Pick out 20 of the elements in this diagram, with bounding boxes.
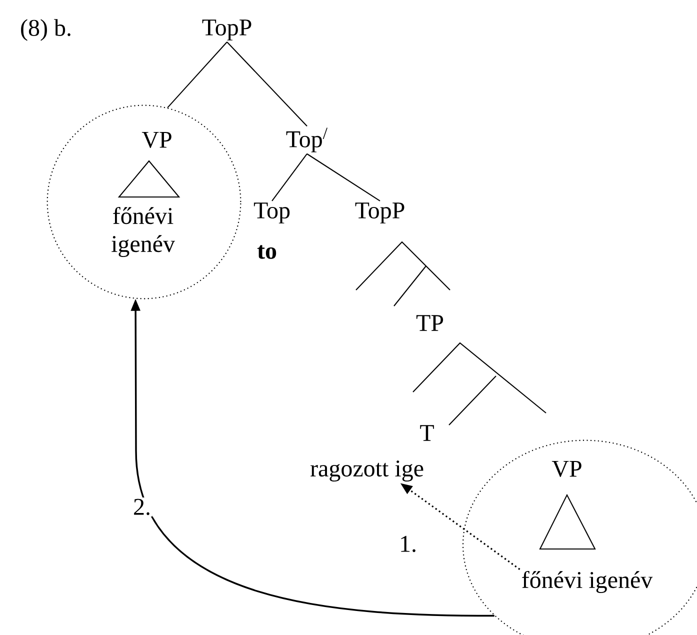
example-number: (8) b.: [21, 19, 70, 41]
tree-branch: [306, 153, 380, 202]
phrase-label: TopP: [355, 202, 404, 224]
phrase-label: VP: [552, 460, 582, 478]
phrase-label: TopP: [202, 20, 252, 40]
head-label: T: [420, 425, 434, 441]
edge-label: 2.: [132, 498, 152, 516]
edge-label: 1.: [398, 534, 418, 554]
dotted-circle: [46, 104, 242, 300]
tree-branch: [226, 42, 308, 126]
tree-branch: [167, 42, 228, 108]
phrase-label: TP: [416, 315, 444, 331]
tree-branch: [272, 154, 308, 202]
phrase-label: Top$^{/}$: [286, 128, 328, 152]
word-label: főnévi igenév: [522, 570, 653, 594]
head-label: ragozott ige: [310, 460, 424, 482]
head-label: Top: [254, 202, 290, 224]
word-label: főnévi igenév: [112, 206, 175, 258]
phrase-label: VP: [142, 132, 172, 148]
word-label: to: [257, 245, 276, 259]
